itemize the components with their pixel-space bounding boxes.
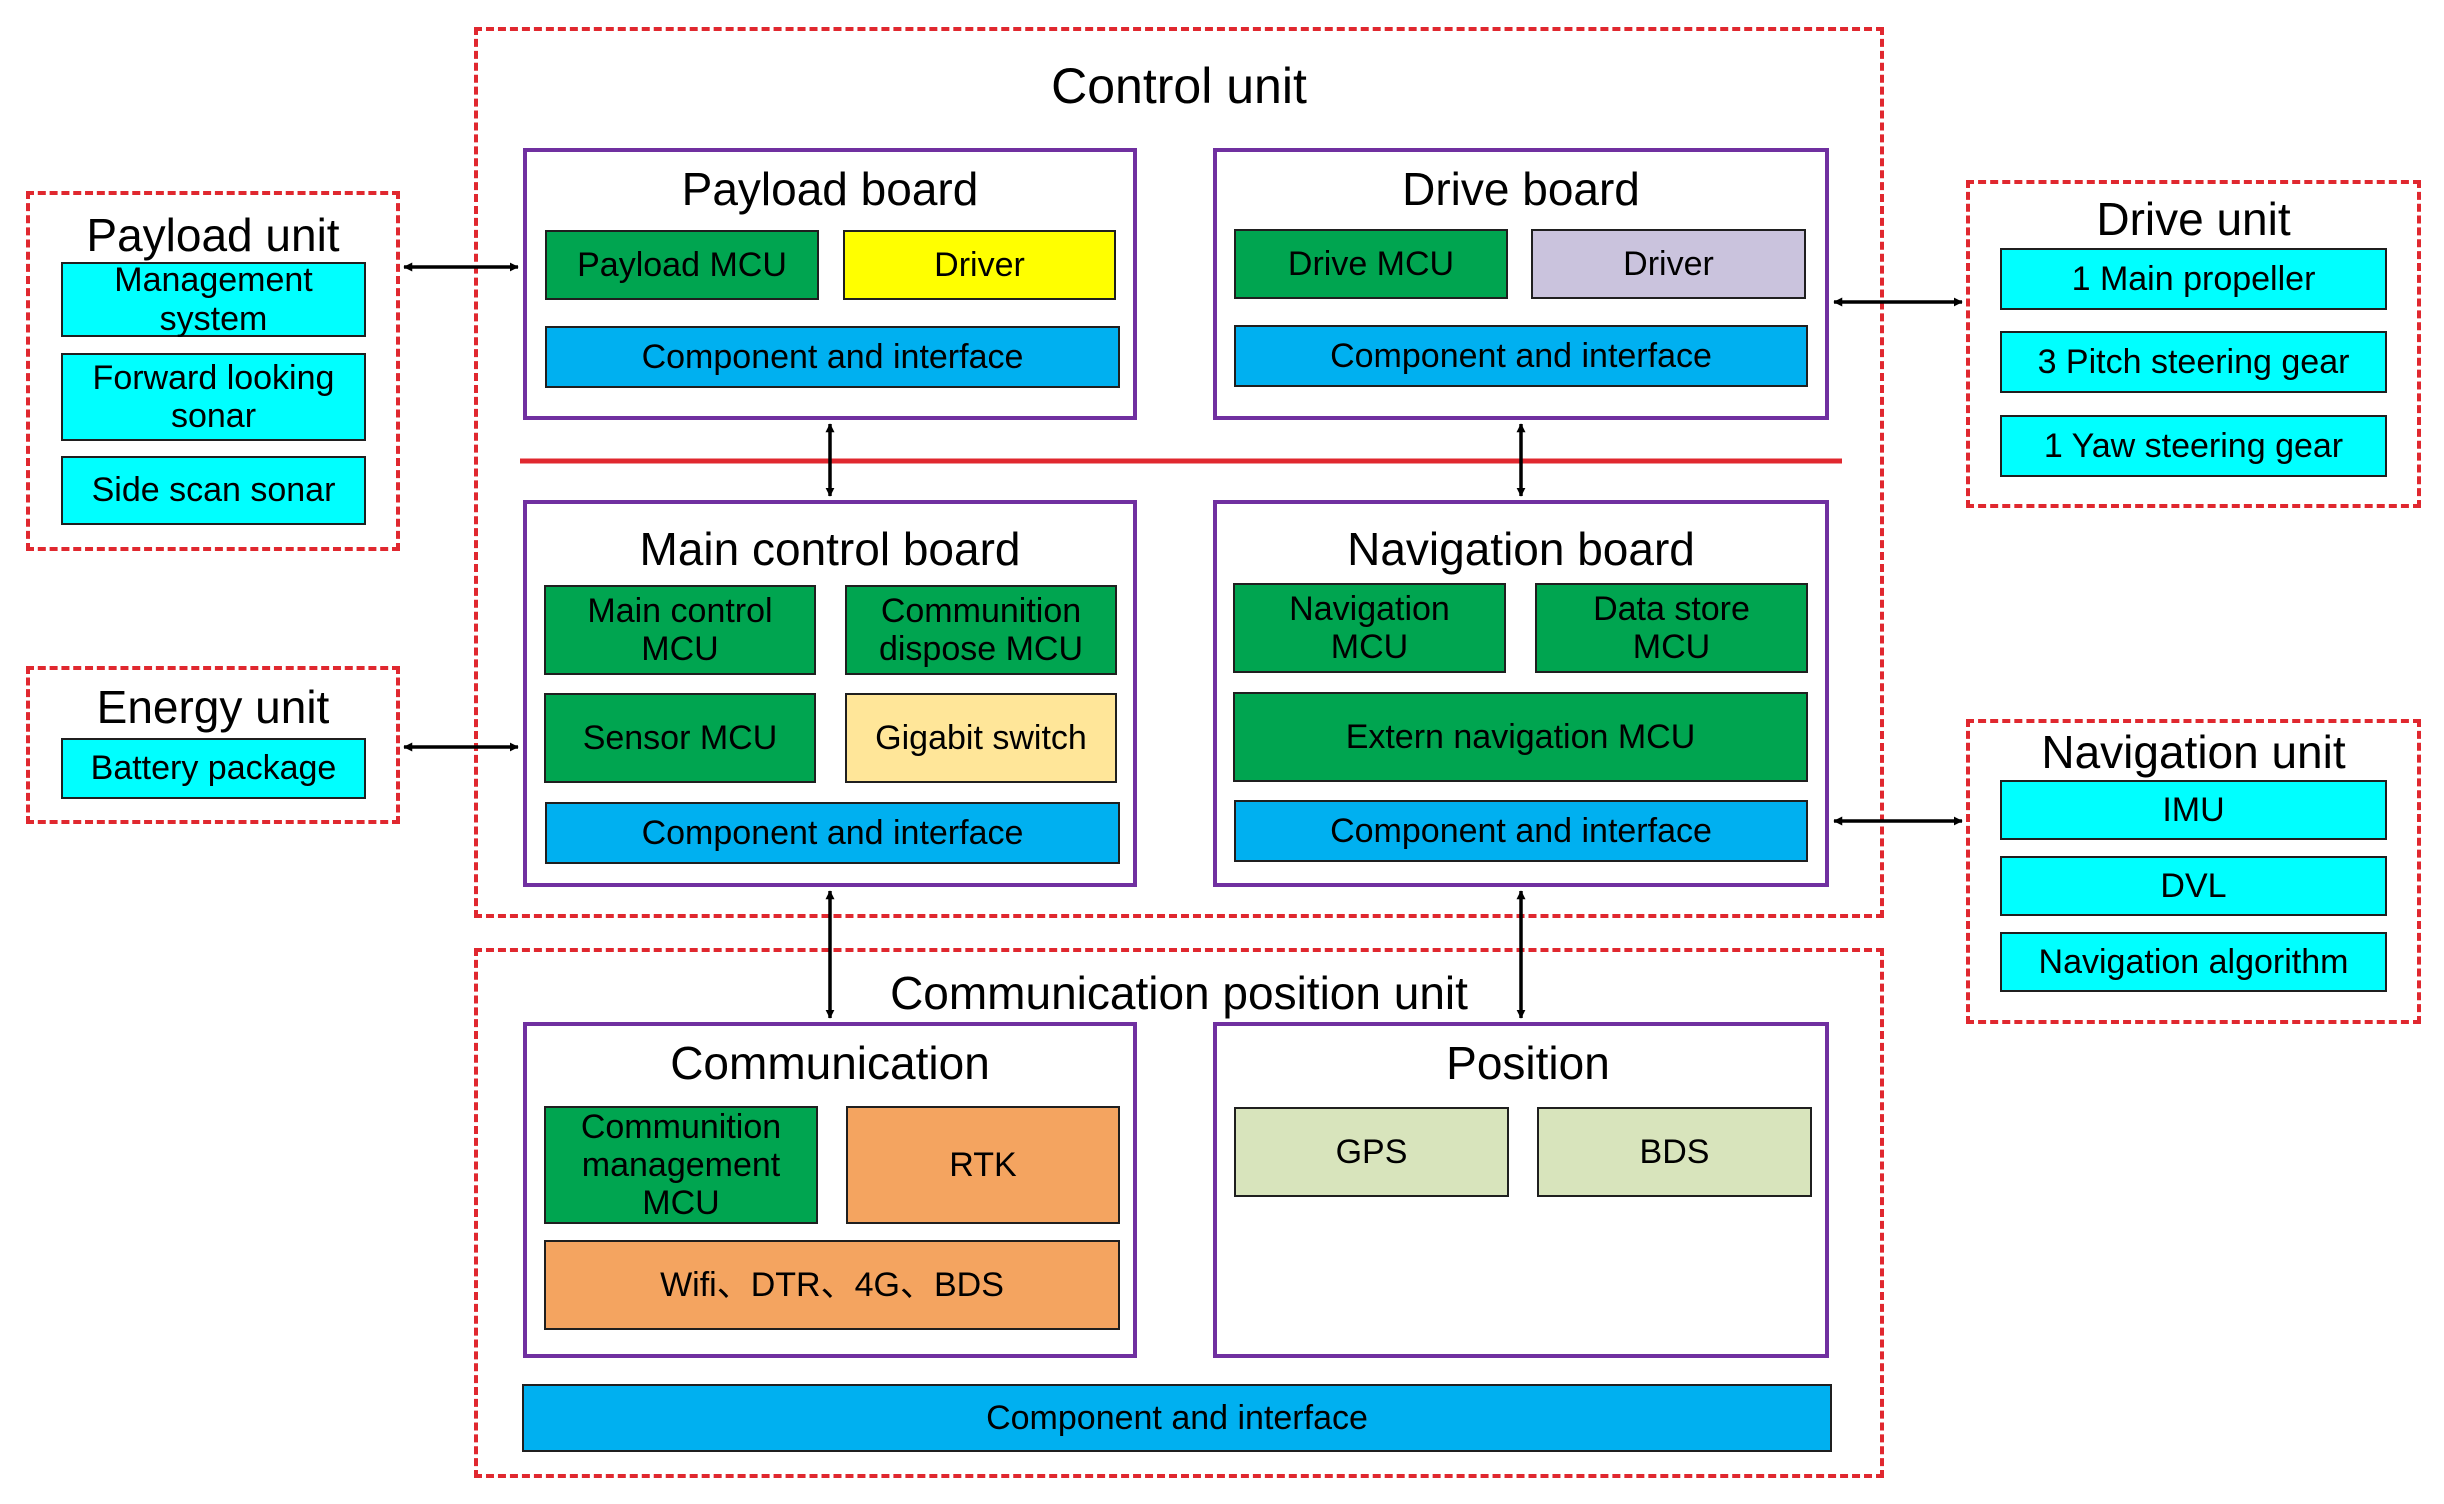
navigation-board-title: Navigation board [1347, 523, 1695, 575]
gigabit-switch: Gigabit switch [845, 693, 1117, 783]
control-unit: Control unit [474, 27, 1884, 918]
main-propeller: 1 Main propeller [2000, 248, 2387, 310]
side-scan-sonar: Side scan sonar [61, 456, 366, 525]
communication-position-unit-title: Communication position unit [890, 967, 1468, 1019]
drive-board-interface: Component and interface [1234, 325, 1808, 387]
communication-board-title: Communication [670, 1037, 990, 1089]
communication-position-unit: Communication position unit [474, 948, 1884, 1478]
payload-board-title: Payload board [681, 163, 979, 215]
payload-driver: Driver [843, 230, 1116, 300]
navigation-mcu: Navigation MCU [1233, 583, 1506, 673]
battery-package: Battery package [61, 738, 366, 799]
drive-unit-title: Drive unit [2096, 193, 2291, 245]
wireless-links: Wifi、DTR、4G、BDS [544, 1240, 1120, 1330]
navigation-board-interface: Component and interface [1234, 800, 1808, 862]
sensor-mcu: Sensor MCU [544, 693, 816, 783]
pitch-steering-gear: 3 Pitch steering gear [2000, 331, 2387, 393]
control-unit-title: Control unit [1051, 58, 1307, 114]
main-control-board-title: Main control board [639, 523, 1021, 575]
drive-board-title: Drive board [1402, 163, 1640, 215]
payload-board-interface: Component and interface [545, 326, 1120, 388]
dvl: DVL [2000, 856, 2387, 916]
extern-navigation-mcu: Extern navigation MCU [1233, 692, 1808, 782]
communication-position-interface: Component and interface [522, 1384, 1832, 1452]
forward-looking-sonar: Forward looking sonar [61, 353, 366, 441]
navigation-algorithm: Navigation algorithm [2000, 932, 2387, 992]
drive-unit: Drive unit [1966, 180, 2421, 508]
navigation-unit: Navigation unit [1966, 719, 2421, 1024]
drive-driver: Driver [1531, 229, 1806, 299]
imu: IMU [2000, 780, 2387, 840]
gps: GPS [1234, 1107, 1509, 1197]
payload-unit: Payload unit [26, 191, 400, 551]
main-control-board-interface: Component and interface [545, 802, 1120, 864]
payload-unit-title: Payload unit [86, 209, 340, 261]
main-control-mcu: Main control MCU [544, 585, 816, 675]
position-board-title: Position [1446, 1037, 1610, 1089]
drive-mcu: Drive MCU [1234, 229, 1508, 299]
bds: BDS [1537, 1107, 1812, 1197]
data-store-mcu: Data store MCU [1535, 583, 1808, 673]
rtk: RTK [846, 1106, 1120, 1224]
navigation-unit-title: Navigation unit [2041, 726, 2346, 778]
communition-management-mcu: Communition management MCU [544, 1106, 818, 1224]
energy-unit-title: Energy unit [96, 681, 330, 733]
yaw-steering-gear: 1 Yaw steering gear [2000, 415, 2387, 477]
communition-dispose-mcu: Communition dispose MCU [845, 585, 1117, 675]
management-system: Management system [61, 261, 366, 338]
energy-unit: Energy unit [26, 666, 400, 824]
payload-mcu: Payload MCU [545, 230, 819, 300]
